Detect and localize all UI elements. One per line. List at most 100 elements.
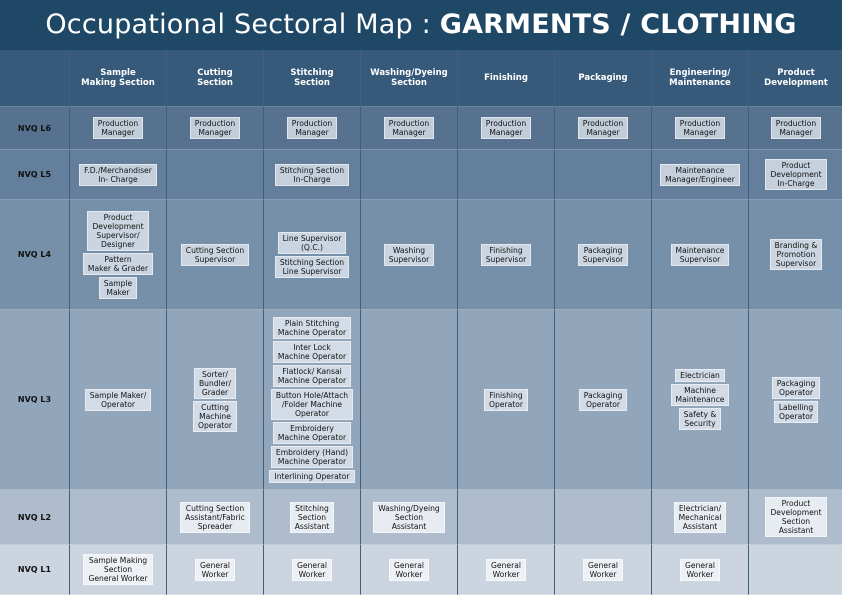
occupation-box: Embroidery (Hand) Machine Operator: [270, 445, 354, 468]
occupation-box: Production Manager: [770, 117, 822, 139]
occupation-box: Cutting Section Assistant/Fabric Spreade…: [180, 501, 250, 533]
map-cell: Washing/Dyeing Section Assistant: [361, 490, 458, 545]
occupation-box: F.D./Merchandiser In- Charge: [79, 163, 157, 186]
occupation-box: Product Development Section Assistant: [765, 497, 827, 537]
map-cell: Line Supervisor (Q.C.)Stitching Section …: [264, 200, 361, 310]
title-prefix: Occupational Sectoral Map :: [45, 9, 440, 40]
level-label: NVQ L2: [0, 490, 70, 545]
occupation-box: Sample Making Section General Worker: [83, 554, 153, 585]
map-cell: Production Manager: [555, 107, 652, 150]
level-label: NVQ L6: [0, 107, 70, 150]
map-cell: Finishing Supervisor: [458, 200, 555, 310]
map-cell: Stitching Section Assistant: [264, 490, 361, 545]
map-cell: Maintenance Manager/Engineer: [652, 150, 749, 200]
occupation-box: Finishing Supervisor: [480, 243, 532, 266]
occupation-box: Production Manager: [480, 117, 532, 139]
map-cell: Production Manager: [361, 107, 458, 150]
map-cell: Packaging Operator: [555, 310, 652, 490]
occupation-box: Machine Maintenance: [670, 384, 730, 406]
column-header: Cutting Section: [167, 50, 264, 107]
occupation-box: General Worker: [195, 558, 235, 581]
map-cell: Production Manager: [167, 107, 264, 150]
map-cell: Production Manager: [70, 107, 167, 150]
title-sector: GARMENTS / CLOTHING: [439, 9, 797, 40]
occupation-box: Embroidery Machine Operator: [272, 421, 352, 444]
occupation-box: Production Manager: [674, 117, 726, 139]
column-header: Washing/Dyeing Section: [361, 50, 458, 107]
occupation-box: Packaging Supervisor: [577, 243, 629, 266]
occupation-box: Interlining Operator: [269, 469, 355, 483]
occupation-box: Finishing Operator: [484, 388, 528, 411]
map-cell: Production Manager: [264, 107, 361, 150]
occupation-box: Stitching Section In-Charge: [274, 163, 350, 186]
map-cell: Sample Making Section General Worker: [70, 545, 167, 595]
occupation-box: Sample Maker: [98, 276, 138, 299]
occupation-box: Cutting Machine Operator: [193, 400, 237, 432]
map-cell: [555, 490, 652, 545]
map-cell: Cutting Section Assistant/Fabric Spreade…: [167, 490, 264, 545]
occupation-box: Safety & Security: [678, 408, 722, 430]
map-cell: Stitching Section In-Charge: [264, 150, 361, 200]
occupation-box: Production Manager: [286, 117, 338, 139]
map-cell: [361, 150, 458, 200]
level-label: NVQ L5: [0, 150, 70, 200]
map-cell: General Worker: [555, 545, 652, 595]
map-cell: [167, 150, 264, 200]
occupation-box: Maintenance Manager/Engineer: [660, 163, 740, 186]
page-title: Occupational Sectoral Map : GARMENTS / C…: [0, 0, 842, 50]
occupation-box: Product Development Supervisor/ Designer: [87, 210, 149, 251]
level-label: NVQ L4: [0, 200, 70, 310]
map-cell: Product Development Section Assistant: [749, 490, 842, 545]
occupation-box: General Worker: [680, 558, 720, 581]
map-cell: Maintenance Supervisor: [652, 200, 749, 310]
map-cell: Sample Maker/ Operator: [70, 310, 167, 490]
occupation-box: General Worker: [292, 558, 332, 581]
occupation-box: Maintenance Supervisor: [670, 243, 730, 266]
map-cell: Electrician/ Mechanical Assistant: [652, 490, 749, 545]
map-cell: [555, 150, 652, 200]
occupation-box: Pattern Maker & Grader: [82, 252, 154, 275]
map-cell: Cutting Section Supervisor: [167, 200, 264, 310]
occupation-box: Cutting Section Supervisor: [180, 243, 250, 266]
map-cell: Production Manager: [749, 107, 842, 150]
map-cell: [361, 310, 458, 490]
map-cell: Washing Supervisor: [361, 200, 458, 310]
map-cell: General Worker: [652, 545, 749, 595]
occupation-box: Button Hole/Attach /Folder Machine Opera…: [270, 388, 354, 420]
map-cell: [458, 150, 555, 200]
occupation-box: Sample Maker/ Operator: [84, 388, 152, 411]
column-header: Product Development: [749, 50, 842, 107]
map-cell: [70, 490, 167, 545]
occupation-box: Flatlock/ Kansai Machine Operator: [272, 364, 352, 387]
occupation-box: Product Development In-Charge: [765, 159, 827, 190]
occupation-box: Stitching Section Assistant: [289, 501, 335, 533]
level-label: NVQ L3: [0, 310, 70, 490]
map-cell: General Worker: [167, 545, 264, 595]
map-cell: [749, 545, 842, 595]
occupation-box: Line Supervisor (Q.C.): [277, 231, 347, 254]
map-cell: Branding & Promotion Supervisor: [749, 200, 842, 310]
occupation-box: Electrician/ Mechanical Assistant: [673, 501, 727, 533]
occupation-box: Washing Supervisor: [383, 243, 435, 266]
map-cell: General Worker: [458, 545, 555, 595]
column-header: Finishing: [458, 50, 555, 107]
map-cell: General Worker: [264, 545, 361, 595]
map-cell: F.D./Merchandiser In- Charge: [70, 150, 167, 200]
occupation-box: Plain Stitching Machine Operator: [272, 316, 352, 339]
occupation-box: General Worker: [389, 558, 429, 581]
occupation-box: Electrician: [675, 369, 725, 382]
occupation-box: Inter Lock Machine Operator: [272, 340, 352, 363]
column-header: Packaging: [555, 50, 652, 107]
header-corner: [0, 50, 70, 107]
map-cell: Production Manager: [458, 107, 555, 150]
column-header: Engineering/ Maintenance: [652, 50, 749, 107]
map-cell: Product Development Supervisor/ Designer…: [70, 200, 167, 310]
occupation-box: Production Manager: [577, 117, 629, 139]
occupation-box: Packaging Operator: [771, 376, 821, 399]
occupation-box: Washing/Dyeing Section Assistant: [373, 501, 445, 533]
map-cell: [458, 490, 555, 545]
occupation-box: Sorter/ Bundler/ Grader: [193, 367, 237, 399]
